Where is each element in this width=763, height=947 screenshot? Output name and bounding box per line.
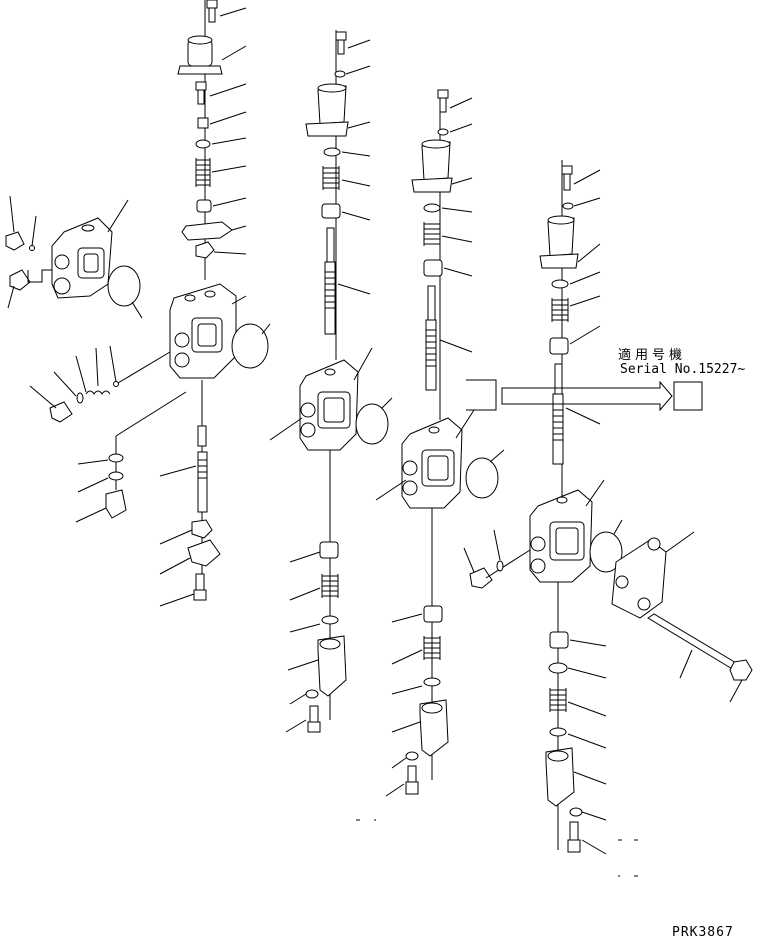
spring-seat-part (423, 605, 443, 623)
plug-fitting-part (105, 489, 127, 519)
gasket-part (181, 221, 233, 241)
spring-seat-part (549, 631, 569, 649)
bolt-part (307, 705, 321, 733)
oring-part (549, 727, 567, 737)
bolt-part (437, 89, 449, 113)
spring-seat-part (549, 337, 569, 355)
washer-part (305, 689, 319, 699)
tie-rod-part (647, 613, 739, 671)
drawing-code: PRK3867 (672, 925, 734, 940)
spool-assembly-part (552, 363, 564, 465)
oring-part (195, 139, 211, 149)
oring-large-part (231, 323, 269, 369)
washer-part (569, 807, 583, 817)
washer-part (548, 662, 568, 674)
nut-part (191, 519, 213, 539)
bolt-part (193, 573, 207, 601)
washer-part (405, 751, 419, 761)
spring-part (321, 574, 339, 598)
valve-stack-4 (463, 160, 753, 877)
plug-part (9, 269, 31, 291)
inlet-block (5, 195, 143, 319)
bolt-part (195, 81, 207, 105)
reference-box (673, 381, 703, 411)
nut-part (729, 659, 753, 681)
spool-assembly-part (324, 227, 336, 335)
oring-part (423, 677, 441, 687)
oring-large-part (355, 403, 389, 445)
spring-part (195, 158, 211, 187)
valve-body-4 (529, 489, 593, 583)
oring-part (551, 279, 569, 289)
oring-part (108, 471, 124, 481)
oring-part (29, 245, 35, 251)
spring-small-part (85, 390, 111, 395)
plug-part (49, 401, 73, 423)
arrow-icon (501, 380, 673, 412)
oring-large-part (589, 531, 623, 573)
bolt-part (561, 165, 573, 191)
bolt-part (567, 821, 581, 853)
applicability-indicator (466, 379, 703, 412)
bolt-part (206, 0, 218, 23)
applicability-label: 適用号機 (618, 348, 687, 363)
valve-body-2 (299, 359, 359, 451)
cover-cap-part (539, 215, 579, 269)
cover-cap-part (305, 83, 349, 137)
spring-seat-part (319, 541, 339, 559)
oring-part (423, 203, 441, 213)
end-cover-part (611, 537, 667, 619)
washer-part (334, 70, 346, 78)
spring-seat-part (423, 259, 443, 277)
cover-cap-part (411, 139, 453, 193)
oring-large-part (107, 265, 141, 307)
oring-part (108, 453, 124, 463)
plug-part (5, 231, 25, 251)
cover-plate-part (187, 539, 221, 567)
spring-part (423, 222, 441, 246)
valve-stack-1 (29, 0, 271, 607)
nut-part (195, 241, 215, 259)
end-cap-part (545, 747, 575, 807)
oring-part (496, 560, 504, 572)
oring-large-part (465, 457, 499, 499)
spring-seat-part (196, 199, 212, 213)
reference-bracket (466, 379, 497, 411)
plug-part (469, 567, 493, 589)
bolt-part (335, 31, 347, 55)
spring-seat-part (321, 203, 341, 219)
cover-cap-part (177, 35, 223, 75)
oring-part (321, 615, 339, 625)
valve-stack-3 (356, 89, 505, 821)
washer-part (562, 202, 574, 210)
spool-assembly-part (425, 285, 437, 391)
bolt-part (405, 765, 419, 795)
serial-number-label: Serial No.15227~ (620, 362, 746, 377)
spring-part (423, 636, 441, 660)
end-cap-part (419, 699, 449, 757)
plug-part (197, 117, 209, 129)
oring-part (323, 147, 341, 157)
spring-part (551, 298, 569, 322)
oring-part (76, 392, 84, 404)
washer-part (437, 128, 449, 136)
spool-assembly-part (197, 451, 208, 513)
spring-part (549, 688, 567, 712)
valve-body-3 (401, 417, 463, 509)
spool-part (197, 425, 207, 447)
spring-part (322, 166, 340, 190)
valve-stack-2 (269, 30, 393, 733)
end-cap-part (317, 635, 347, 697)
valve-body-1 (169, 283, 237, 379)
